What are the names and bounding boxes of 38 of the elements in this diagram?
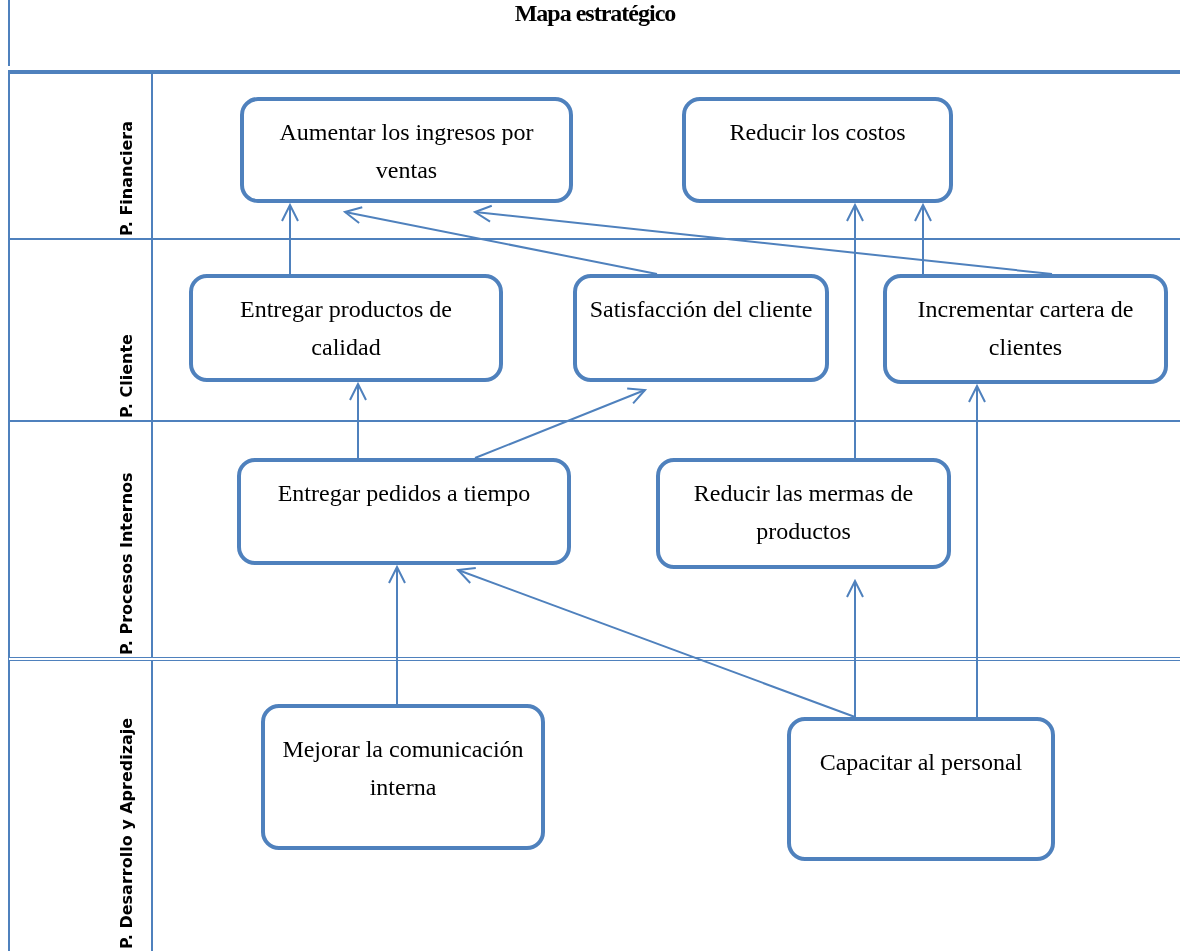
objective-box xyxy=(573,274,829,382)
arrow xyxy=(474,204,1053,275)
objective-box xyxy=(682,97,953,203)
swimlane-band xyxy=(8,657,1180,951)
objective-box xyxy=(237,458,571,565)
arrow xyxy=(457,567,856,718)
lane-label: P. Desarrollo y Apredizaje xyxy=(117,717,136,949)
arrow xyxy=(968,385,986,718)
arrow xyxy=(846,204,864,459)
objective-box xyxy=(189,274,503,382)
lane-label: P. Financiera xyxy=(117,121,136,236)
objective-text: Capacitar al personal xyxy=(819,748,1023,777)
objective-text: Satisfacción del cliente xyxy=(589,295,813,324)
lane-label: P. Procesos Internos xyxy=(117,472,136,655)
arrow xyxy=(474,387,646,459)
objective-text: Aumentar los ingresos por ventas xyxy=(278,118,535,185)
objective-text: Mejorar la comunicación interna xyxy=(281,735,525,802)
arrow xyxy=(914,204,932,275)
objective-box xyxy=(656,458,951,569)
arrow xyxy=(281,204,299,275)
arrow xyxy=(344,206,658,275)
objective-text: Incrementar cartera de clientes xyxy=(916,295,1135,362)
swimlane-band xyxy=(8,420,1180,657)
diagram-title: Mapa estratégico xyxy=(8,0,1180,66)
objective-text: Reducir los costos xyxy=(729,118,906,147)
objective-box xyxy=(787,717,1055,861)
objective-box xyxy=(883,274,1168,384)
objective-text: Entregar productos de calidad xyxy=(239,295,453,362)
objective-box xyxy=(240,97,573,203)
arrow xyxy=(388,566,406,705)
objective-box xyxy=(261,704,545,850)
arrow xyxy=(846,580,864,718)
lane-label: P. Cliente xyxy=(117,334,136,418)
arrow xyxy=(349,383,367,459)
objective-text: Entregar pedidos a tiempo xyxy=(277,479,531,508)
swimlane-band xyxy=(8,238,1180,420)
objective-text: Reducir las mermas de productos xyxy=(692,479,915,546)
swimlane-band xyxy=(8,70,1180,238)
